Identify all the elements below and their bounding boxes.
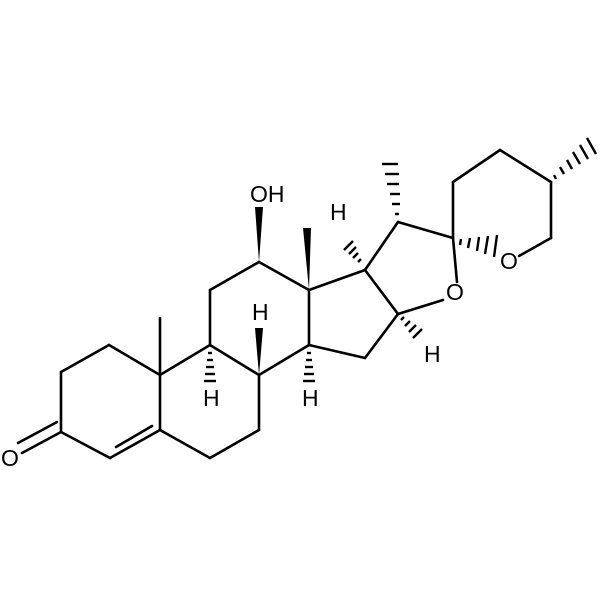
bond bbox=[59, 430, 112, 460]
hash-bond bbox=[382, 162, 400, 216]
ketone-oxygen-label: O bbox=[1, 445, 19, 471]
atom-labels: OH O O O H H H H H bbox=[1, 181, 518, 471]
hydroxyl-label: OH bbox=[250, 181, 285, 207]
bond bbox=[498, 148, 553, 184]
hash-bond bbox=[458, 234, 499, 258]
ketone-bond-inner bbox=[16, 420, 59, 445]
hydrogen-label-c8: H bbox=[252, 299, 269, 325]
bond bbox=[158, 343, 212, 377]
hydrogen-label-c14: H bbox=[302, 385, 319, 411]
bond bbox=[307, 268, 367, 292]
hydrogen-label-c16: H bbox=[424, 341, 441, 367]
hydrogen-label-c17: H bbox=[330, 199, 347, 225]
hydrogen-label-c9: H bbox=[203, 385, 220, 411]
ketone-bond bbox=[20, 430, 63, 455]
hash-bond bbox=[204, 351, 216, 383]
hash-bonds bbox=[204, 137, 598, 383]
ring-bonds bbox=[16, 148, 553, 460]
bond bbox=[396, 298, 445, 316]
bond bbox=[451, 236, 459, 284]
bond bbox=[396, 220, 455, 240]
wedge-bonds bbox=[255, 207, 311, 375]
bond bbox=[107, 343, 162, 377]
furan-oxygen-label: O bbox=[446, 279, 464, 305]
bond bbox=[451, 148, 502, 184]
bond bbox=[257, 343, 311, 377]
bond bbox=[108, 428, 162, 460]
hash-bond bbox=[400, 316, 423, 339]
bond bbox=[208, 343, 261, 377]
double-bond-inner bbox=[114, 424, 154, 449]
bond bbox=[208, 428, 261, 460]
wedge-bond bbox=[255, 328, 263, 375]
wedge-bond bbox=[255, 207, 263, 262]
hash-bond bbox=[343, 240, 362, 263]
hash-bond bbox=[303, 351, 315, 383]
wedge-bond bbox=[303, 228, 311, 290]
bond bbox=[257, 260, 311, 292]
pyran-oxygen-label: O bbox=[500, 248, 518, 274]
bond bbox=[307, 343, 367, 360]
bond bbox=[158, 428, 212, 460]
bond bbox=[517, 236, 553, 258]
bond bbox=[59, 343, 111, 374]
bond bbox=[208, 260, 261, 292]
bond bbox=[363, 220, 400, 272]
bond bbox=[363, 312, 400, 360]
bond bbox=[363, 268, 400, 316]
hash-bond bbox=[552, 137, 598, 180]
